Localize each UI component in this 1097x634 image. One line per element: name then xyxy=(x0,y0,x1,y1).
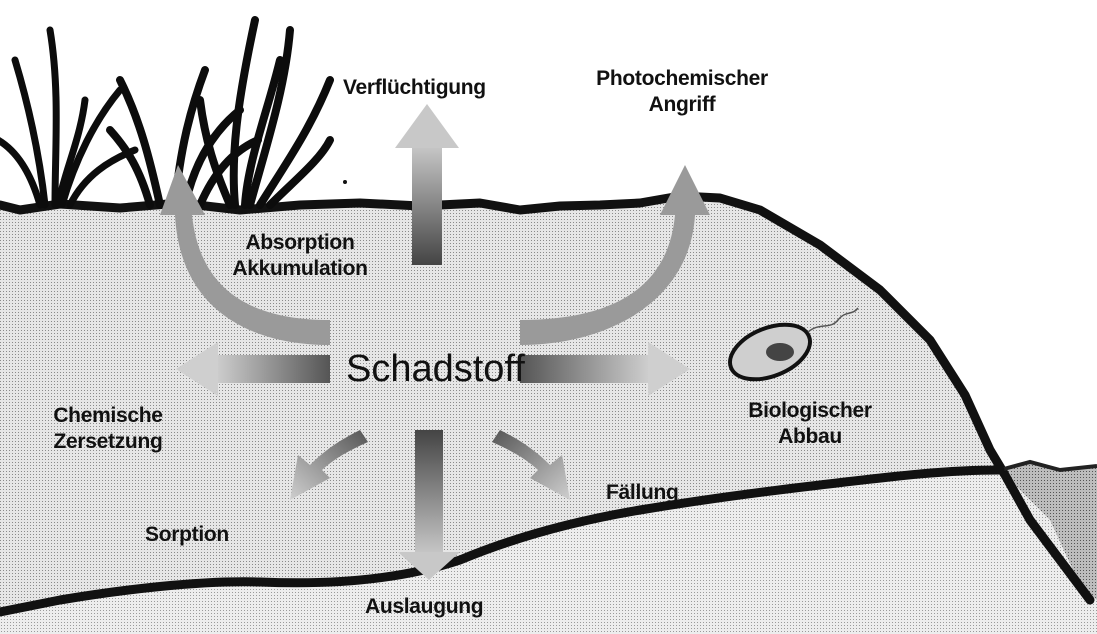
speck-icon xyxy=(343,180,347,184)
photochemical-label-line2: Angriff xyxy=(582,92,782,118)
biological-label: Biologischer Abbau xyxy=(725,398,895,450)
photochemical-label-line1: Photochemischer xyxy=(582,66,782,92)
absorption-label: Absorption Akkumulation xyxy=(210,230,390,282)
plants-icon xyxy=(0,20,330,205)
pollutant-label: Schadstoff xyxy=(346,347,525,391)
precipitation-label: Fällung xyxy=(606,480,679,506)
volatilization-label: Verflüchtigung xyxy=(343,75,486,101)
chemical-label: Chemische Zersetzung xyxy=(28,403,188,455)
photochemical-label: Photochemischer Angriff xyxy=(582,66,782,118)
absorption-label-line1: Absorption xyxy=(210,230,390,256)
chemical-label-line1: Chemische xyxy=(28,403,188,429)
sorption-label: Sorption xyxy=(145,522,229,548)
biological-label-line2: Abbau xyxy=(725,424,895,450)
biological-label-line1: Biologischer xyxy=(725,398,895,424)
absorption-label-line2: Akkumulation xyxy=(210,256,390,282)
chemical-label-line2: Zersetzung xyxy=(28,429,188,455)
leaching-label: Auslaugung xyxy=(365,594,483,620)
